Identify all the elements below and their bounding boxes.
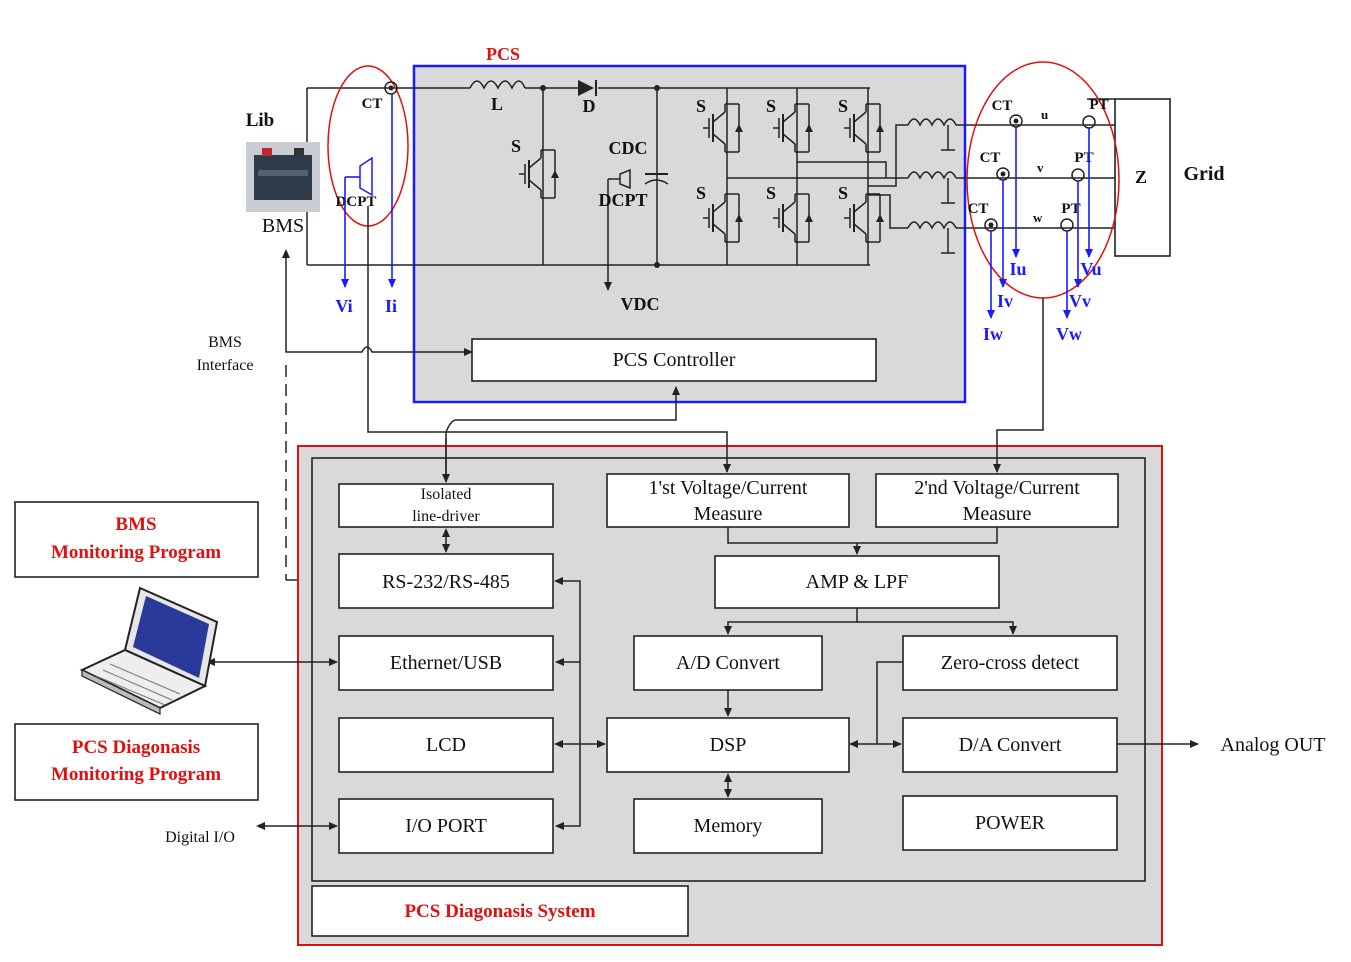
dsp-label: DSP: [710, 734, 747, 756]
phase-w-label: w: [1033, 210, 1043, 225]
voltage-vu-label: Vu: [1080, 259, 1101, 279]
vdc-label: VDC: [621, 294, 660, 314]
vi-label: Vi: [335, 296, 352, 316]
measure2-line2: Measure: [963, 503, 1032, 525]
io-port-box: [338, 798, 554, 854]
current-iw-label: Iw: [983, 324, 1003, 344]
diagnosis-title: PCS Diagonasis System: [404, 901, 595, 922]
laptop-icon: [79, 586, 219, 715]
bms-monitoring-program-box: [14, 501, 259, 578]
pcs-dcpt-label: DCPT: [599, 190, 648, 210]
inductor-symbol: [469, 80, 526, 90]
battery-ct-label: CT: [362, 96, 383, 112]
voltage-vw-label: Vw: [1056, 324, 1082, 344]
pcs-controller-label: PCS Controller: [613, 349, 736, 371]
cdc-label: CDC: [609, 138, 648, 158]
inverter-switch-label-6: S: [838, 183, 848, 203]
measure1-line2: Measure: [694, 503, 763, 525]
ethernet-usb-box: [338, 635, 554, 691]
grid-impedance-label: Z: [1135, 167, 1147, 187]
pt-w-label: PT: [1061, 201, 1080, 217]
inverter-switch-label-5: S: [766, 183, 776, 203]
battery-icon: [246, 142, 320, 212]
inverter-switch-label-2: S: [766, 96, 776, 116]
lib-label: Lib: [246, 110, 275, 131]
ct-v-label: CT: [980, 150, 1001, 166]
isolated-line1: Isolated: [421, 486, 472, 503]
lcd-label: LCD: [426, 734, 466, 756]
io-port-label: I/O PORT: [405, 815, 487, 837]
voltage-vv-label: Vv: [1069, 291, 1091, 311]
grid-impedance-box: [1114, 98, 1171, 257]
inverter-switch-label-3: S: [838, 96, 848, 116]
lcd-box: [338, 717, 554, 773]
measure1-box: [606, 473, 850, 528]
measure2-box: [875, 473, 1119, 528]
zero-cross-label: Zero-cross detect: [941, 652, 1080, 674]
pcs-controller-box: [471, 338, 877, 382]
measure2-line1: 2'nd Voltage/Current: [914, 477, 1080, 499]
ii-label: Ii: [385, 296, 397, 316]
diode-label: D: [583, 96, 596, 116]
current-iv-label: Iv: [997, 291, 1013, 311]
da-convert-box: [902, 717, 1118, 773]
pcs-title: PCS: [486, 44, 520, 64]
current-iu-label: Iu: [1009, 259, 1026, 279]
diagnosis-title-box: [311, 885, 689, 937]
da-convert-label: D/A Convert: [959, 734, 1062, 756]
boost-switch-label: S: [511, 136, 521, 156]
bms-label: BMS: [262, 215, 304, 237]
inverter-switch-label-1: S: [696, 96, 706, 116]
bms-interface-line1: BMS: [208, 334, 242, 351]
memory-box: [633, 798, 823, 854]
pcs-prog-line1: PCS Diagonasis: [72, 737, 200, 758]
pcs-prog-line2: Monitoring Program: [51, 764, 221, 785]
ad-convert-label: A/D Convert: [676, 652, 780, 674]
ct-u-label: CT: [992, 98, 1013, 114]
dsp-box: [606, 717, 850, 773]
zero-cross-box: [902, 635, 1118, 691]
isolated-line2: line-driver: [412, 508, 480, 525]
pt-v-label: PT: [1074, 150, 1093, 166]
inverter-switch-label-4: S: [696, 183, 706, 203]
measure1-line1: 1'st Voltage/Current: [649, 477, 808, 499]
diode-symbol: [578, 80, 594, 96]
bms-prog-line1: BMS: [115, 514, 156, 535]
grid-label: Grid: [1183, 163, 1224, 185]
pcs-monitoring-program-box: [14, 723, 259, 801]
battery-dcpt-label: DCPT: [336, 194, 377, 210]
memory-label: Memory: [694, 815, 763, 837]
ct-w-label: CT: [968, 201, 989, 217]
power-box: [902, 795, 1118, 851]
bms-prog-line2: Monitoring Program: [51, 542, 221, 563]
phase-u-label: u: [1041, 107, 1048, 122]
phase-v-label: v: [1037, 160, 1044, 175]
digital-io-label: Digital I/O: [165, 829, 235, 846]
pt-u-label: PT: [1089, 97, 1108, 113]
amp-lpf-box: [714, 555, 1000, 609]
inductor-label: L: [491, 94, 503, 114]
ethernet-usb-label: Ethernet/USB: [390, 652, 502, 674]
analog-out-label: Analog OUT: [1221, 734, 1326, 756]
rs-label: RS-232/RS-485: [382, 571, 510, 593]
isolated-line-driver-box: [338, 483, 554, 528]
bms-interface-line2: Interface: [197, 357, 254, 374]
power-label: POWER: [975, 812, 1046, 834]
amp-lpf-label: AMP & LPF: [806, 571, 909, 593]
rs-box: [338, 553, 554, 609]
